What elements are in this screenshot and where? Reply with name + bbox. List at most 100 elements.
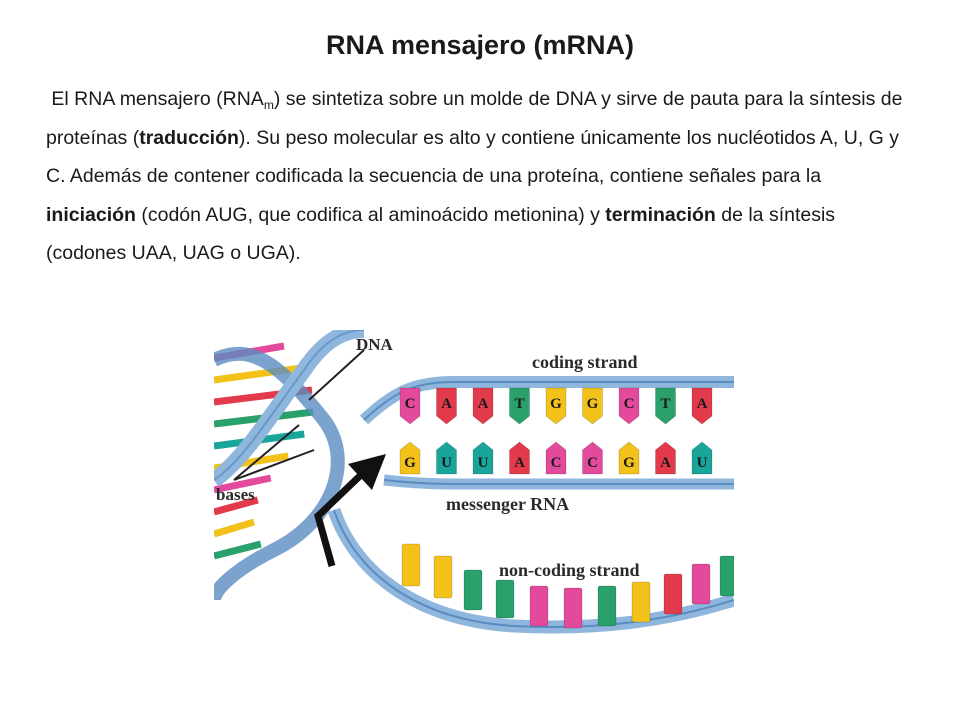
coding-base-4: T bbox=[509, 387, 530, 425]
dna-transcription-figure: C A A T G G C T A G U U A C C G A U DNA coding strand ba… bbox=[214, 330, 734, 642]
bases-pointer-line-1 bbox=[233, 424, 300, 481]
mrna-base-letter: G bbox=[404, 455, 416, 471]
coding-base-block bbox=[691, 387, 713, 425]
helix-rung-8 bbox=[214, 496, 259, 516]
para-text-2: ) se sintetiza sobre un molde de DNA y s… bbox=[46, 88, 903, 149]
mrna-base-letter: G bbox=[623, 455, 635, 471]
mrna-base-block bbox=[436, 441, 457, 475]
bases-pointer-line-2 bbox=[233, 449, 315, 481]
coding-base-letter: T bbox=[660, 396, 670, 412]
coding-base-letter: A bbox=[478, 396, 489, 412]
label-coding-strand: coding strand bbox=[532, 352, 638, 372]
noncoding-base-9 bbox=[663, 573, 683, 615]
label-noncoding-strand: non-coding strand bbox=[499, 560, 640, 580]
mrna-base-5: C bbox=[545, 441, 567, 475]
coding-base-letter: G bbox=[587, 396, 599, 412]
coding-base-block bbox=[545, 387, 567, 425]
noncoding-base-7 bbox=[597, 585, 617, 627]
para-text-4: (codón AUG, que codifica al aminoácido m… bbox=[135, 203, 606, 226]
helix-rung-10 bbox=[214, 540, 262, 560]
slide-paragraph: El RNA mensajero (RNAm) se sintetiza sob… bbox=[46, 80, 916, 273]
mrna-base-block bbox=[582, 441, 603, 475]
mrna-base-7: G bbox=[618, 441, 640, 475]
mrna-base-9: U bbox=[691, 441, 713, 475]
mrna-base-block bbox=[618, 441, 640, 475]
label-messenger-rna: messenger RNA bbox=[446, 494, 569, 514]
mrna-base-block bbox=[691, 441, 713, 475]
double-helix bbox=[214, 330, 365, 602]
coding-base-letter: T bbox=[514, 396, 524, 412]
dna-pointer-line bbox=[308, 349, 365, 401]
mrna-base-3: U bbox=[472, 441, 494, 475]
coding-base-letter: C bbox=[624, 396, 635, 412]
coding-base-8: T bbox=[655, 387, 676, 425]
mrna-base-letter: A bbox=[660, 455, 671, 471]
coding-base-2: A bbox=[436, 387, 457, 425]
coding-base-block bbox=[472, 387, 494, 425]
coding-base-block bbox=[399, 387, 421, 425]
coding-base-6: G bbox=[582, 387, 603, 425]
coding-base-letter: A bbox=[697, 396, 708, 412]
coding-base-block bbox=[436, 387, 457, 425]
noncoding-base-10 bbox=[691, 563, 711, 605]
para-text-1: El RNA mensajero (RNA bbox=[51, 88, 264, 110]
coding-base-7: C bbox=[618, 387, 640, 425]
noncoding-base-6 bbox=[563, 587, 583, 629]
mrna-base-8: A bbox=[655, 441, 676, 475]
helix-rung-9 bbox=[214, 518, 256, 538]
para-text-3: ). Su peso molecular es alto y contiene … bbox=[46, 126, 900, 188]
transcription-arrowhead bbox=[348, 454, 386, 490]
label-dna: DNA bbox=[356, 335, 394, 354]
mrna-base-6: C bbox=[582, 441, 603, 475]
noncoding-base-2 bbox=[433, 555, 453, 599]
term-traduccion: traducción bbox=[139, 126, 239, 149]
term-iniciacion: iniciación bbox=[46, 203, 136, 226]
label-bases: bases bbox=[216, 485, 255, 504]
mrna-base-letter: A bbox=[514, 455, 525, 471]
term-terminacion: terminación bbox=[605, 203, 716, 226]
coding-base-9: A bbox=[691, 387, 713, 425]
mrna-base-block bbox=[472, 441, 494, 475]
mrna-base-block bbox=[655, 441, 676, 475]
coding-base-1: C bbox=[399, 387, 421, 425]
para-text-5: de la síntesis (codones UAA, UAG o UGA). bbox=[46, 203, 836, 265]
mrna-base-2: U bbox=[436, 441, 457, 475]
mrna-base-block bbox=[399, 441, 421, 475]
mrna-base-letter: C bbox=[587, 455, 598, 471]
mrna-base-letter: U bbox=[441, 455, 452, 471]
coding-base-5: G bbox=[545, 387, 567, 425]
mrna-base-letter: U bbox=[697, 455, 708, 471]
coding-base-letter: G bbox=[550, 396, 562, 412]
helix-backbone-front-edge bbox=[214, 330, 365, 481]
mrna-base-1: G bbox=[399, 441, 421, 475]
helix-rung-7 bbox=[214, 474, 272, 494]
noncoding-base-11 bbox=[719, 555, 734, 597]
coding-base-letter: A bbox=[441, 396, 452, 412]
noncoding-base-8 bbox=[631, 581, 651, 623]
noncoding-strand-backbone-edge bbox=[333, 509, 734, 628]
para-subscript: m bbox=[263, 98, 274, 112]
noncoding-strand-bases bbox=[401, 543, 734, 629]
mrna-base-block bbox=[545, 441, 567, 475]
noncoding-base-3 bbox=[463, 569, 483, 611]
coding-base-3: A bbox=[472, 387, 494, 425]
coding-base-block bbox=[618, 387, 640, 425]
slide-title: RNA mensajero (mRNA) bbox=[325, 30, 635, 60]
mrna-backbone-edge bbox=[383, 479, 734, 485]
coding-base-block bbox=[582, 387, 603, 425]
coding-base-letter: C bbox=[405, 396, 416, 412]
dna-diagram: C A A T G G C T A G U U A C C G A U DNA coding strand ba… bbox=[214, 330, 734, 634]
mrna-base-letter: C bbox=[551, 455, 562, 471]
mrna-base-block bbox=[509, 441, 530, 475]
coding-base-block bbox=[509, 387, 530, 425]
coding-base-block bbox=[655, 387, 676, 425]
transcription-arrow bbox=[314, 469, 367, 567]
noncoding-base-1 bbox=[401, 543, 421, 587]
noncoding-base-5 bbox=[529, 585, 549, 627]
mrna-base-letter: U bbox=[478, 455, 489, 471]
noncoding-base-4 bbox=[495, 579, 515, 619]
mrna-base-4: A bbox=[509, 441, 530, 475]
helix-backbone-back bbox=[214, 346, 345, 602]
